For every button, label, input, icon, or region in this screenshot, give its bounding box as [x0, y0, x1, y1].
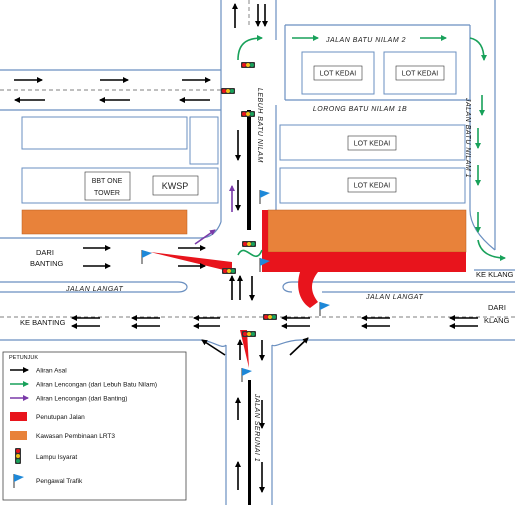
- road-label-lebuh-batu-nilam: LEBUH BATU NILAM: [256, 88, 263, 163]
- diversion-purple-arrows: [194, 185, 235, 245]
- lot-kedai-box-2: [395, 65, 445, 81]
- traffic-light-icon: [221, 88, 235, 94]
- bbt-one-label: BBT ONE: [92, 178, 123, 185]
- legend-flag-icon: [13, 474, 24, 488]
- road-label-jalan-langat-left: JALAN LANGAT: [65, 286, 123, 293]
- legend-closure-swatch: [10, 412, 27, 421]
- lrt3-zone-left: [21, 209, 188, 235]
- legend-item-label: Aliran Lencongan (dari Lebuh Batu Nilam): [36, 382, 157, 389]
- traffic-light-icon: [241, 62, 255, 68]
- lot-kedai-box-1: [313, 65, 363, 81]
- ke-banting-label: KE BANTING: [20, 318, 66, 327]
- legend-lrt3-swatch: [10, 431, 27, 440]
- legend: PETUNJUK Aliran Asal Aliran Lencongan (d…: [2, 351, 187, 501]
- flag-icon: [259, 258, 270, 272]
- jalan-serunai-median: [248, 380, 251, 505]
- bbt-one-tower-box: [84, 171, 131, 201]
- kwsp-box: [152, 175, 199, 196]
- road-label-batu-nilam-1: JALAN BATU NILAM 1: [464, 97, 471, 178]
- lane-markings: [0, 0, 515, 318]
- legend-item-label: Lampu Isyarat: [36, 454, 77, 461]
- dari-banting-label-2: BANTING: [30, 259, 64, 268]
- traffic-light-icon: [222, 268, 236, 274]
- dari-klang-label-2: KLANG: [484, 316, 510, 325]
- legend-item-label: Kawasan Pembinaan LRT3: [36, 433, 115, 440]
- bbt-tower-label: TOWER: [94, 190, 120, 197]
- lot-kedai-label-4: LOT KEDAI: [354, 183, 390, 190]
- legend-item-label: Aliran Lencongan (dari Banting): [36, 396, 127, 403]
- road-label-jalan-langat-right: JALAN LANGAT: [365, 294, 423, 301]
- lebuh-batu-nilam-median: [247, 110, 251, 230]
- legend-item-label: Aliran Asal: [36, 368, 67, 375]
- lot-kedai-box-4: [347, 177, 397, 193]
- road-label-jalan-serunai-1: JALAN SERUNAI 1: [253, 393, 260, 462]
- traffic-light-icon: [263, 314, 277, 320]
- traffic-light-icon: [242, 241, 256, 247]
- legend-item-label: Penutupan Jalan: [36, 414, 85, 421]
- diversion-green-arrows: [237, 35, 506, 261]
- traffic-light-icon: [241, 111, 255, 117]
- legend-item-label: Pengawal Trafik: [36, 478, 83, 485]
- lot-kedai-box-3: [347, 135, 397, 151]
- lot-kedai-label-3: LOT KEDAI: [354, 141, 390, 148]
- original-flow-arrows: [14, 3, 478, 493]
- dari-klang-label-1: DARI: [488, 303, 506, 312]
- road-label-lorong-batu-nilam-1b: LORONG BATU NILAM 1B: [313, 106, 407, 113]
- flag-icon: [241, 368, 252, 382]
- flag-icon: [259, 190, 270, 204]
- ke-klang-label: KE KLANG: [476, 270, 514, 279]
- flag-icon: [141, 250, 152, 264]
- lot-kedai-label-1: LOT KEDAI: [320, 71, 356, 78]
- dari-banting-label-1: DARI: [36, 248, 54, 257]
- traffic-light-icon: [242, 331, 256, 337]
- kwsp-label: KWSP: [162, 181, 189, 191]
- road-closures: [150, 210, 466, 368]
- road-label-batu-nilam-2: JALAN BATU NILAM 2: [325, 37, 406, 44]
- map-traffic-lights: [221, 62, 277, 337]
- legend-traffic-light-icon: [15, 448, 21, 464]
- flag-icon: [319, 302, 330, 316]
- lrt3-zone-right: [267, 209, 467, 253]
- legend-box: [2, 351, 187, 501]
- map-traffic-marshals: [141, 190, 330, 382]
- lot-kedai-label-2: LOT KEDAI: [402, 71, 438, 78]
- legend-title: PETUNJUK: [9, 355, 38, 361]
